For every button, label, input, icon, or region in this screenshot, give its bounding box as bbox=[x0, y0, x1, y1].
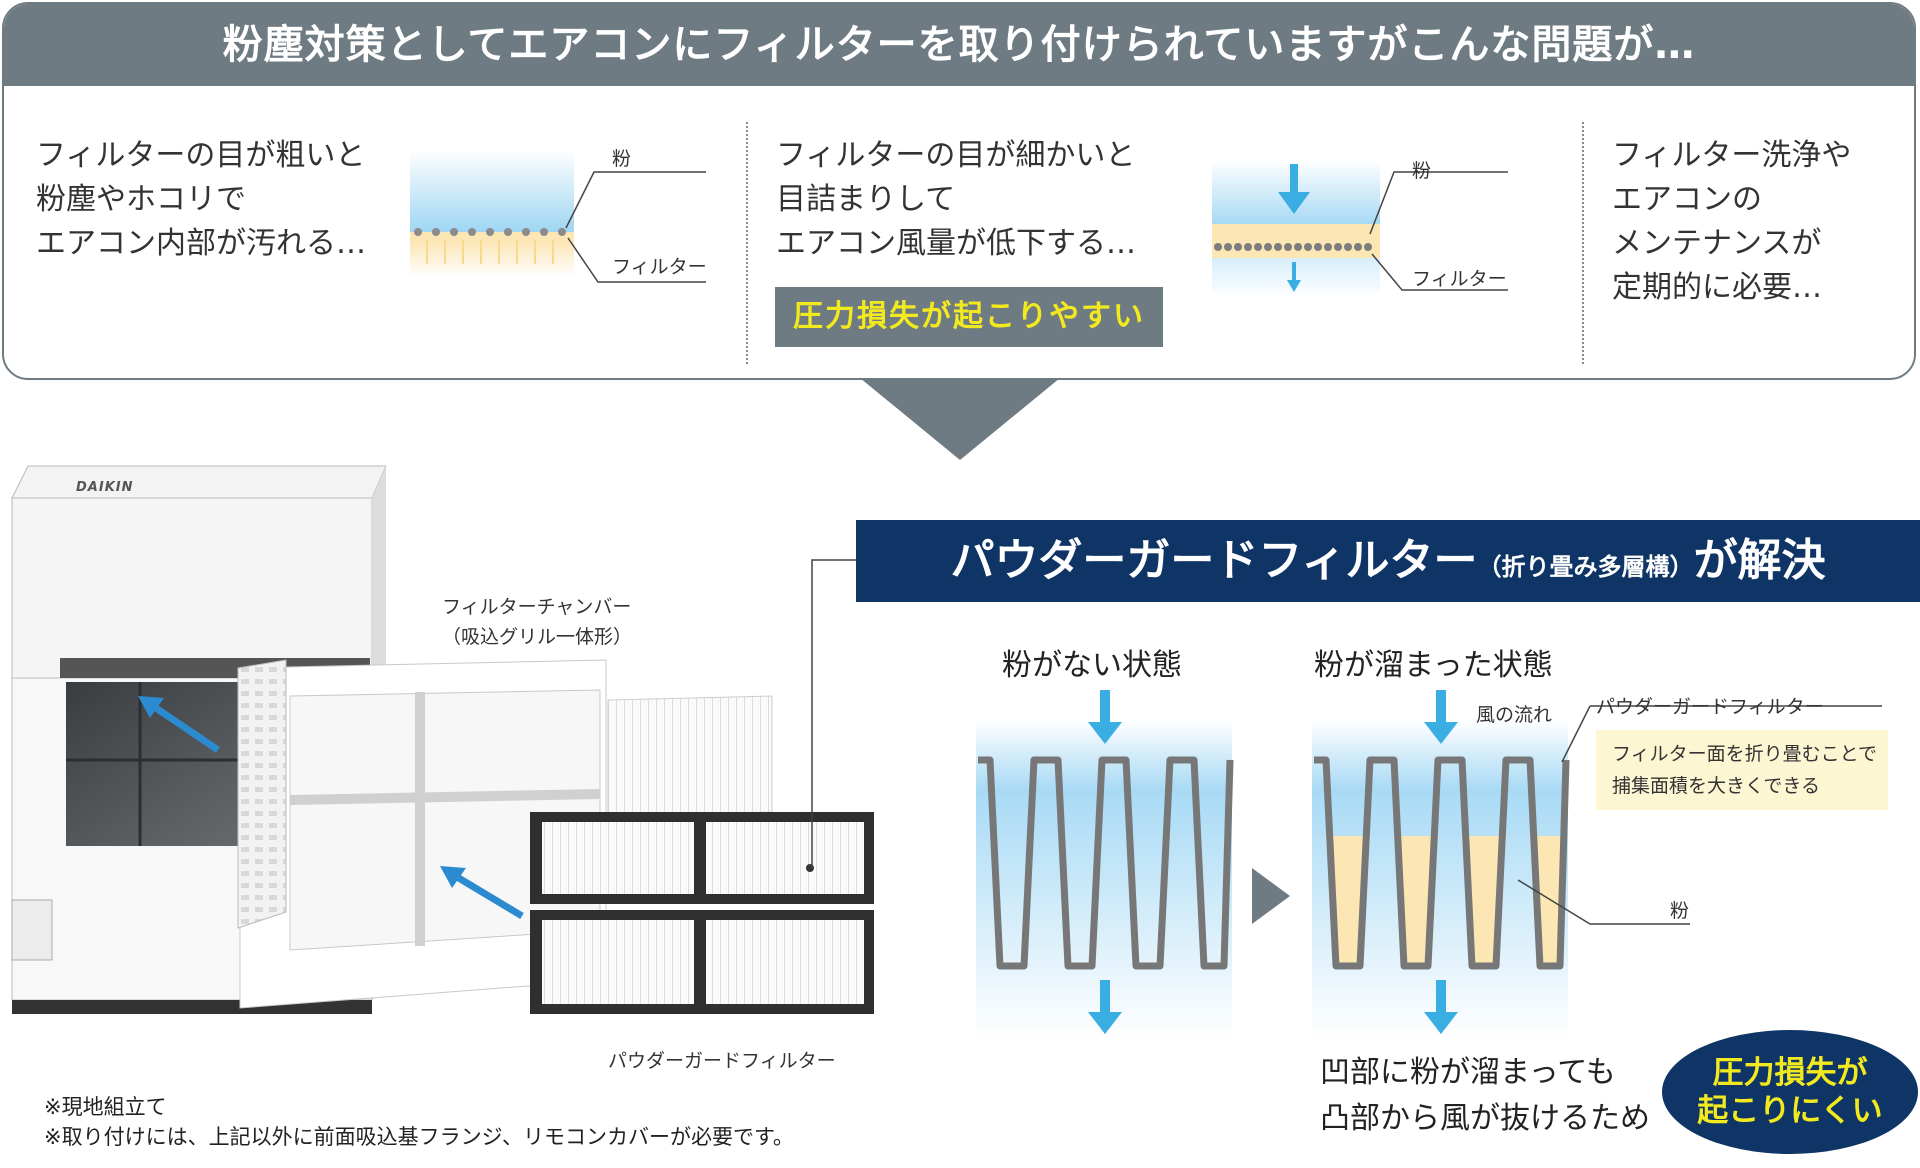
divider bbox=[746, 122, 748, 364]
pleated-filter bbox=[1314, 756, 1570, 970]
pleated-filter bbox=[978, 756, 1234, 970]
solution-banner: パウダーガードフィルター（折り畳み多層構）が解決 bbox=[856, 520, 1920, 602]
air-zone bbox=[410, 150, 574, 232]
powder-guard-label: パウダーガードフィルター bbox=[1596, 696, 1824, 718]
problem-2-text: フィルターの目が細かいと 目詰まりして エアコン風量が低下する… bbox=[776, 138, 1136, 261]
banner-title-end: が解決 bbox=[1693, 535, 1826, 586]
dust-label: 粉 bbox=[1670, 900, 1690, 922]
arrow-down-icon bbox=[1290, 164, 1298, 194]
benefit-oval bbox=[1662, 1030, 1918, 1154]
problem-1-dust-label: 粉 bbox=[612, 148, 632, 170]
down-triangle bbox=[860, 378, 1060, 460]
callout-text: フィルター面を折り畳むことで 捕集面積を大きくできる bbox=[1612, 743, 1878, 797]
filter-layer bbox=[410, 232, 574, 242]
chamber-label: フィルターチャンバー （吸込グリル一体形） bbox=[442, 596, 633, 648]
pressure-loss-badge: 圧力損失が起こりやすい bbox=[775, 287, 1163, 347]
leader-lines bbox=[1590, 705, 1882, 925]
arrow-down-small-icon bbox=[1292, 262, 1296, 282]
footnotes: ※現地組立て ※取り付けには、上記以外に前面吸込基フランジ、リモコンカバーが必要… bbox=[44, 1095, 794, 1149]
state-clean-title: 粉がない状態 bbox=[1002, 648, 1182, 683]
ac-unit-upper bbox=[11, 497, 373, 679]
dust-pass-zone bbox=[410, 242, 574, 276]
dust-layer bbox=[1212, 224, 1380, 258]
problem-1-filter-label: フィルター bbox=[612, 256, 707, 278]
arrow-down-icon bbox=[1424, 722, 1458, 744]
problem-2-dust-label: 粉 bbox=[1412, 160, 1432, 182]
clean-filter-diagram bbox=[976, 690, 1234, 1040]
dusty-filter-diagram bbox=[1312, 690, 1591, 1040]
problem-title: 粉塵対策としてエアコンにフィルターを取り付けられていますがこんな問題が… bbox=[222, 22, 1696, 68]
arrow-down-icon bbox=[1088, 1012, 1122, 1034]
banner-title-main: パウダーガードフィルター bbox=[950, 535, 1478, 586]
banner-title-sub: （折り畳み多層構） bbox=[1477, 553, 1694, 581]
arrow-down-icon bbox=[1088, 722, 1122, 744]
problem-header bbox=[4, 4, 1914, 86]
fine-filter-diagram bbox=[1212, 160, 1508, 298]
arrow-right-icon bbox=[1252, 868, 1290, 924]
result-text: 凹部に粉が溜まっても 凸部から風が抜けるため bbox=[1320, 1055, 1650, 1136]
grille-door bbox=[237, 659, 287, 929]
problem-1-text: フィルターの目が粗いと 粉塵やホコリで エアコン内部が汚れる… bbox=[36, 138, 366, 261]
arrow-down-icon bbox=[1424, 1012, 1458, 1034]
state-dusty-title: 粉が溜まった状態 bbox=[1314, 648, 1553, 683]
problem-2-filter-label: フィルター bbox=[1412, 268, 1507, 290]
airflow-label: 風の流れ bbox=[1476, 704, 1553, 726]
filter-label: パウダーガードフィルター bbox=[608, 1050, 836, 1072]
coarse-filter-diagram bbox=[410, 150, 706, 283]
daikin-logo: DAIKIN bbox=[76, 480, 134, 495]
callout-box bbox=[1596, 730, 1888, 810]
divider bbox=[1582, 122, 1584, 364]
product-illustration bbox=[11, 465, 874, 1014]
problem-3-text: フィルター洗浄や エアコンの メンテナンスが 定期的に必要… bbox=[1612, 138, 1852, 305]
arrow-intake-icon bbox=[138, 696, 164, 718]
arrow-intake-icon bbox=[440, 866, 466, 888]
benefit-text: 圧力損失が 起こりにくい bbox=[1697, 1055, 1883, 1129]
